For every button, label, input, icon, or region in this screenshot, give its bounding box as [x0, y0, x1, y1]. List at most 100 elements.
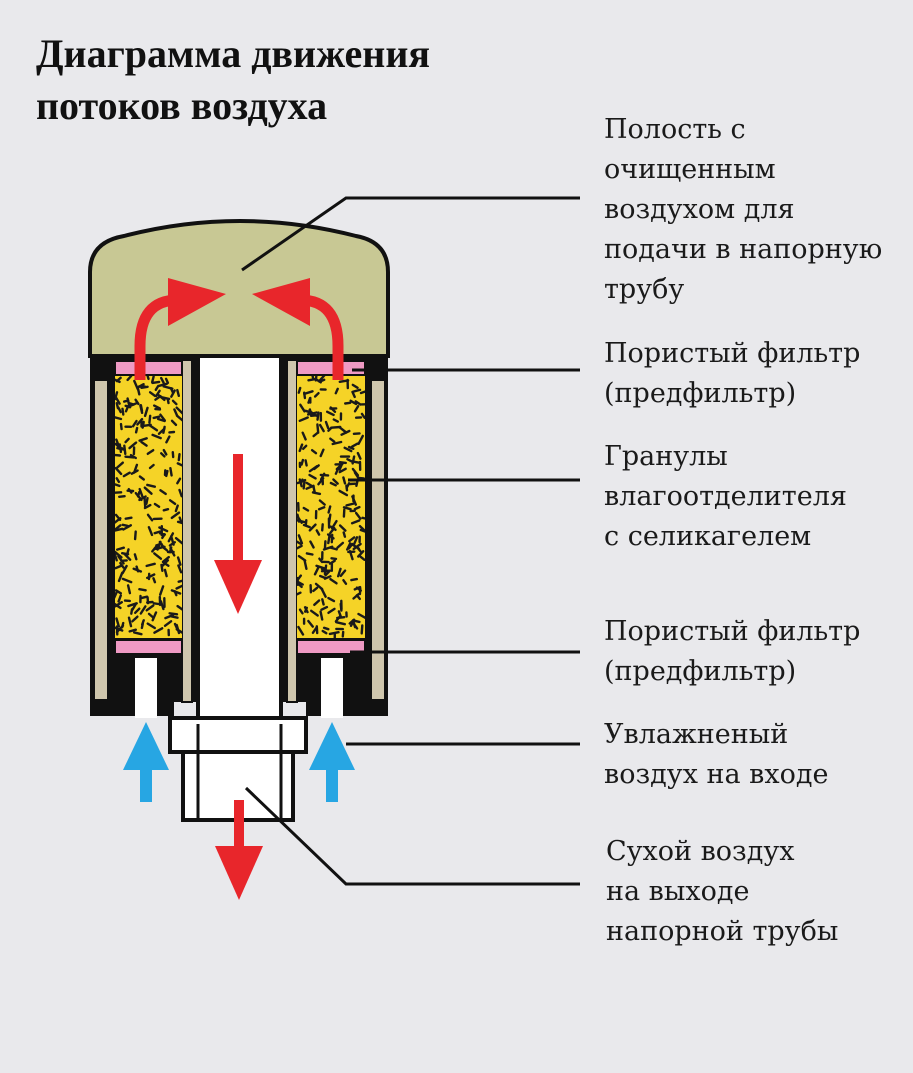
granule [115, 550, 123, 559]
granule [115, 617, 121, 628]
granule [115, 461, 125, 469]
granule [316, 423, 320, 434]
granule [150, 376, 155, 384]
granule [164, 377, 170, 385]
arrow-outlet [215, 800, 263, 900]
granule [175, 414, 182, 422]
granule [308, 523, 317, 532]
granule [302, 506, 310, 512]
granule [162, 385, 174, 390]
granule [298, 416, 309, 422]
granule [175, 623, 181, 635]
granule [115, 524, 122, 531]
granule [312, 586, 319, 593]
granule [131, 419, 138, 428]
granule [125, 548, 130, 557]
granule [342, 579, 348, 585]
granule [174, 537, 182, 545]
granule [128, 628, 138, 633]
granule [314, 376, 318, 382]
granule [168, 546, 173, 554]
granule [301, 431, 307, 441]
granule [297, 478, 307, 485]
granule [319, 574, 327, 580]
granule [127, 616, 133, 628]
granule [308, 473, 317, 480]
label-prefilter-bottom: Пористый фильтр (предфильтр) [604, 616, 861, 687]
granule [140, 440, 148, 447]
granule [347, 542, 354, 550]
granule [115, 483, 121, 488]
granule [115, 589, 123, 595]
arrow-curve-right [252, 278, 344, 380]
inlet-channel-left [135, 658, 157, 718]
granule [353, 471, 360, 480]
granule [154, 394, 162, 401]
granule [134, 426, 139, 434]
granule [357, 550, 365, 558]
granule [146, 513, 154, 522]
granule [115, 564, 123, 570]
granule [169, 467, 173, 477]
label-dry-air-outlet: Сухой воздух на выходе напорной трубы [606, 836, 839, 947]
granule [309, 540, 315, 549]
granule [136, 417, 144, 426]
granule [145, 600, 154, 604]
granule [170, 419, 178, 427]
granule [297, 513, 301, 523]
granule [344, 401, 352, 405]
granule [115, 391, 119, 401]
granule [357, 612, 365, 619]
granule [159, 489, 167, 496]
granule [131, 615, 139, 623]
granule [317, 506, 326, 511]
arrow-curve-left [134, 278, 226, 380]
granule [115, 442, 122, 450]
granule [312, 431, 319, 438]
granule [338, 489, 349, 497]
granule [334, 467, 340, 475]
granule [160, 396, 171, 401]
granule [156, 417, 166, 423]
granule [328, 631, 340, 636]
granule [133, 530, 137, 541]
granule [171, 399, 178, 406]
granule [320, 605, 329, 611]
granule [338, 467, 347, 474]
granule [153, 552, 163, 560]
granule [319, 472, 326, 481]
granule [124, 437, 130, 444]
granule [161, 555, 171, 563]
granule [352, 536, 359, 546]
granule [178, 488, 182, 498]
granule [153, 530, 162, 535]
granule [140, 622, 145, 630]
granule [115, 466, 123, 476]
granule [321, 629, 328, 635]
granule [117, 495, 126, 498]
granule [126, 397, 131, 407]
arrow-down-tube [214, 454, 262, 614]
granule [339, 602, 343, 612]
granule [329, 437, 336, 443]
granule [143, 406, 149, 418]
granule [356, 451, 362, 460]
granule [165, 435, 171, 444]
granule [159, 600, 165, 611]
granule [346, 542, 352, 551]
granule [177, 579, 182, 583]
granule [122, 471, 131, 478]
granule [318, 499, 326, 506]
granule [319, 610, 324, 621]
granule [354, 400, 362, 406]
granule [303, 390, 314, 396]
granule [326, 410, 335, 417]
granule [170, 511, 181, 520]
granule [119, 422, 123, 431]
granule [133, 379, 140, 391]
granule [361, 516, 365, 520]
label-clean-air-cavity: Полость с очищенным воздухом для подачи … [604, 114, 883, 305]
granule [298, 443, 304, 453]
granule [145, 604, 155, 612]
granule [347, 445, 355, 450]
